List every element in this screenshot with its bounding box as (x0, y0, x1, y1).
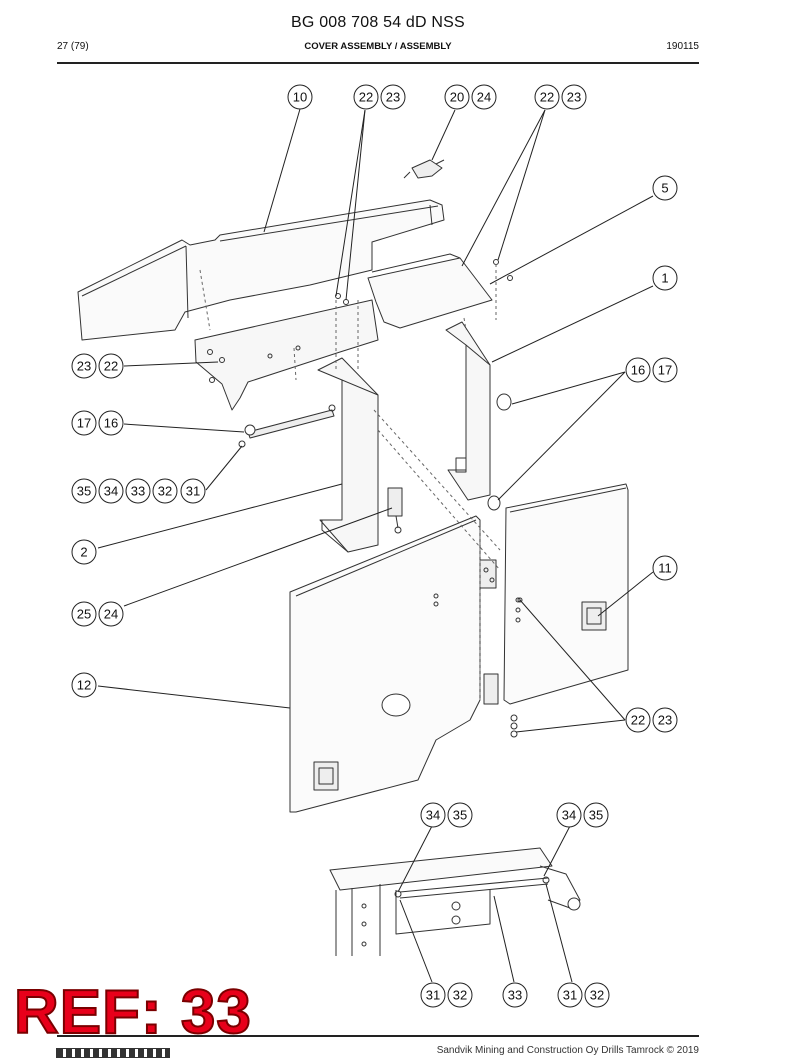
svg-text:35: 35 (453, 808, 467, 823)
callout-17: 17 (71, 410, 97, 436)
callout-33: 33 (125, 478, 151, 504)
svg-text:5: 5 (661, 181, 668, 196)
svg-text:32: 32 (158, 484, 172, 499)
callout-17: 17 (652, 357, 678, 383)
small-door-part (503, 483, 629, 705)
lock-hardware-part (403, 159, 445, 179)
callout-22: 22 (534, 84, 560, 110)
page-number: 27 (79) (57, 41, 89, 52)
callout-22: 22 (625, 707, 651, 733)
svg-text:33: 33 (508, 988, 522, 1003)
svg-text:2: 2 (80, 545, 87, 560)
svg-text:22: 22 (104, 359, 118, 374)
right-post-part (445, 321, 491, 501)
svg-text:22: 22 (540, 90, 554, 105)
callout-23: 23 (380, 84, 406, 110)
footer-rule (57, 1035, 699, 1037)
svg-text:22: 22 (631, 713, 645, 728)
svg-text:24: 24 (104, 607, 118, 622)
svg-text:12: 12 (77, 678, 91, 693)
svg-text:31: 31 (426, 988, 440, 1003)
callout-22: 22 (353, 84, 379, 110)
right-cover-plate-part (367, 253, 493, 329)
callout-22: 22 (98, 353, 124, 379)
latch-part (387, 487, 403, 534)
callout-31: 31 (420, 982, 446, 1008)
header-rule (57, 62, 699, 64)
ref-stamp: REF: 33 (13, 978, 252, 1047)
svg-text:32: 32 (453, 988, 467, 1003)
callout-23: 23 (561, 84, 587, 110)
callout-5: 5 (652, 175, 678, 201)
svg-text:34: 34 (426, 808, 440, 823)
svg-text:31: 31 (563, 988, 577, 1003)
callout-32: 32 (152, 478, 178, 504)
callout-23: 23 (652, 707, 678, 733)
svg-text:23: 23 (386, 90, 400, 105)
door-hinge-part (479, 559, 499, 705)
large-door-part (289, 515, 481, 813)
svg-text:11: 11 (658, 561, 672, 576)
svg-text:23: 23 (567, 90, 581, 105)
date-code: 190115 (666, 41, 699, 52)
svg-text:17: 17 (658, 363, 672, 378)
svg-text:35: 35 (589, 808, 603, 823)
callout-1: 1 (652, 265, 678, 291)
svg-text:34: 34 (104, 484, 118, 499)
callout-11: 11 (652, 555, 678, 581)
callout-16: 16 (625, 357, 651, 383)
callout-31: 31 (180, 478, 206, 504)
svg-text:23: 23 (77, 359, 91, 374)
callout-24: 24 (98, 601, 124, 627)
callout-32: 32 (584, 982, 610, 1008)
svg-text:33: 33 (131, 484, 145, 499)
callout-33: 33 (502, 982, 528, 1008)
callout-10: 10 (287, 84, 313, 110)
svg-text:1: 1 (661, 271, 668, 286)
document-number: BG 008 708 54 dD NSS (291, 14, 465, 31)
svg-text:16: 16 (631, 363, 645, 378)
sandvik-logo (56, 1048, 170, 1058)
callout-31: 31 (557, 982, 583, 1008)
svg-text:16: 16 (104, 416, 118, 431)
svg-text:20: 20 (450, 90, 464, 105)
detail-view-frame (329, 847, 581, 956)
gas-spring-part (238, 404, 336, 448)
svg-text:22: 22 (359, 90, 373, 105)
rubber-stopper-part (487, 393, 512, 511)
callout-32: 32 (447, 982, 473, 1008)
footer-copyright: Sandvik Mining and Construction Oy Drill… (436, 1045, 699, 1056)
callout-24: 24 (471, 84, 497, 110)
svg-text:35: 35 (77, 484, 91, 499)
callout-25: 25 (71, 601, 97, 627)
callout-23: 23 (71, 353, 97, 379)
svg-text:32: 32 (590, 988, 604, 1003)
lower-bracket-part (194, 299, 379, 411)
left-post-part (317, 357, 379, 553)
svg-text:23: 23 (658, 713, 672, 728)
svg-text:17: 17 (77, 416, 91, 431)
callout-20: 20 (444, 84, 470, 110)
assembly-guide-lines (199, 264, 501, 700)
leader-lines (97, 108, 654, 983)
svg-text:10: 10 (293, 90, 307, 105)
section-title: COVER ASSEMBLY / ASSEMBLY (304, 41, 452, 52)
callout-35: 35 (71, 478, 97, 504)
svg-text:34: 34 (562, 808, 576, 823)
svg-text:25: 25 (77, 607, 91, 622)
callout-34: 34 (98, 478, 124, 504)
svg-text:31: 31 (186, 484, 200, 499)
callout-16: 16 (98, 410, 124, 436)
callout-12: 12 (71, 672, 97, 698)
callout-34: 34 (556, 802, 582, 828)
callout-35: 35 (447, 802, 473, 828)
callout-34: 34 (420, 802, 446, 828)
callout-2: 2 (71, 539, 97, 565)
callout-35: 35 (583, 802, 609, 828)
svg-text:24: 24 (477, 90, 491, 105)
